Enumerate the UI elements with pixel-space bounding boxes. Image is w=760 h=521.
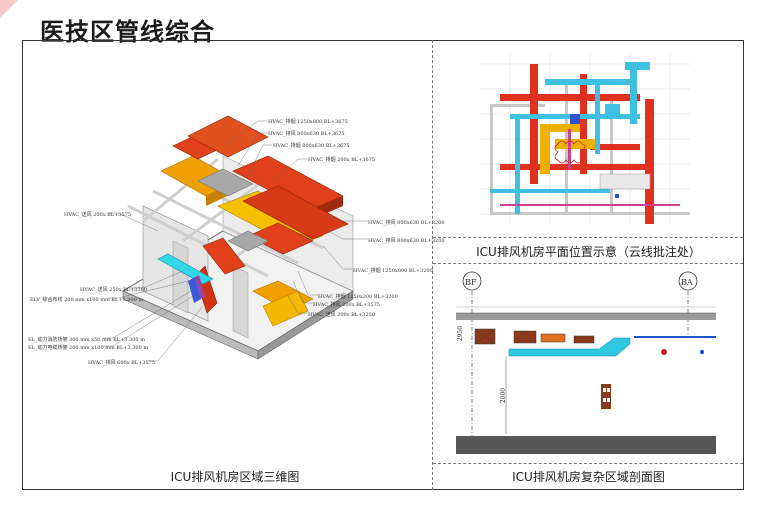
3d-duct-blue [188, 277, 201, 303]
3d-duct-red-4 [242, 185, 349, 240]
axis-label-ba: BA [681, 278, 693, 287]
3d-label-r8: HVAC_排烟 1250x200 BL+3200 [318, 294, 398, 300]
3d-label-r4: HVAC_排烟 200x BL+3675 [308, 157, 376, 163]
section-duct-cyan [508, 337, 631, 357]
panel-divider-plan-top [433, 237, 743, 238]
icu-plan-view [470, 44, 700, 234]
3d-label-r2: HVAC_排风 800x630 BL+3675 [268, 131, 345, 137]
3d-label-l2: HVAC_送风 250x BL+3700 [80, 287, 148, 293]
plan-cloud-annotation [554, 140, 586, 164]
caption-3d-view: ICU排风机房区域三维图 [170, 470, 300, 484]
3d-label-l6: HVAC_排风 600x BL+3575 [88, 360, 156, 366]
icu-3d-view [103, 115, 368, 362]
3d-label-r10: HVAC_送风 200x BL+3250 [308, 312, 376, 318]
corner-mark [0, 0, 18, 18]
diagram-frame [22, 40, 744, 490]
3d-label-l5: EL_动力电缆桥架 200 mm x100 mm BL+3.300 m [28, 345, 149, 351]
page-title: 医技区管线综合 [40, 18, 215, 46]
3d-label-r9: HVAC_排风 200x BL+3575 [313, 302, 381, 308]
icu-section-view [456, 271, 716, 454]
3d-duct-red-5 [247, 222, 314, 255]
3d-label-l3: ELV_综合布线 200 mm x100 mm BL+3.800 m [30, 297, 144, 303]
axis-bubble-bf [462, 271, 482, 291]
section-duct-brown-2 [513, 330, 537, 344]
3d-label-l1: HVAC_送风 200x BL+3575 [64, 212, 132, 218]
3d-label-r1: HVAC_排烟 1250x800 BL+3675 [268, 119, 348, 125]
section-slab-lower [456, 436, 716, 454]
dim-label-mid: 2000 [500, 387, 508, 404]
axis-bubble-ba [678, 271, 698, 291]
3d-label-r7: HVAC_排烟 1250x800 BL+3200 [353, 268, 433, 274]
section-slab-upper [456, 313, 716, 320]
3d-label-r3: HVAC_排烟 800x630 BL+3675 [273, 143, 350, 149]
caption-section: ICU排风机房复杂区域剖面图 [512, 470, 665, 484]
3d-label-l4: EL_动力消防桥架 300 mm x50 mm BL+3.300 m [28, 337, 145, 343]
section-duct-orange [540, 333, 566, 343]
3d-label-r6: HVAC_排风 800x630 BL+3200 [368, 238, 445, 244]
dim-label-top: 2950 [457, 325, 465, 342]
panel-divider-vertical [432, 40, 433, 490]
panel-divider-section-bottom [433, 463, 743, 464]
panel-divider-plan-bottom [433, 263, 743, 264]
section-duct-brown-3 [573, 335, 595, 344]
3d-duct-gray-1 [197, 168, 254, 197]
3d-duct-red-2 [187, 115, 269, 158]
axis-label-bf: BF [465, 278, 477, 287]
3d-label-r5: HVAC_排风 800x630 BL+3200 [368, 220, 445, 226]
caption-plan: ICU排风机房平面位置示意（云线批注处） [476, 245, 701, 259]
